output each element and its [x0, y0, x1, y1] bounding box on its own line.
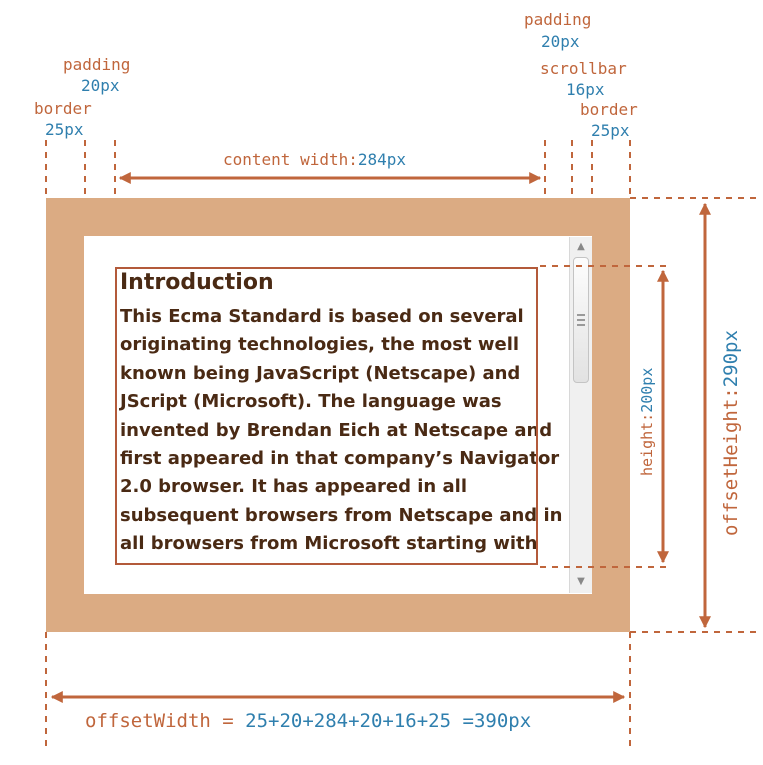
height-label: height:200px — [638, 368, 656, 476]
border-right-name: border — [580, 100, 638, 119]
scrollbar-thumb[interactable] — [573, 257, 589, 383]
content-width-value: 284px — [357, 150, 407, 169]
content-width-label: content width:284px — [223, 151, 406, 169]
content-paragraph: This Ecma Standard is based on several o… — [120, 306, 563, 555]
offset-height-name: offsetHeight: — [720, 387, 742, 536]
padding-right-value: 20px — [541, 32, 580, 51]
offset-height-value: 290px — [720, 330, 742, 387]
content-area-outline — [115, 267, 538, 565]
content-width-name: content width: — [223, 150, 358, 169]
offset-width-sum: 25+20+284+20+16+25 = — [245, 710, 474, 732]
border-right-value: 25px — [591, 121, 630, 140]
grip-icon — [577, 314, 585, 326]
border-left-name: border — [34, 99, 92, 118]
offset-width-result: 390px — [473, 710, 532, 732]
offset-height-label: offsetHeight:290px — [720, 330, 742, 536]
padding-left-value: 20px — [81, 76, 120, 95]
offset-width-label: offsetWidth = 25+20+284+20+16+25 =390px — [85, 710, 531, 732]
scroll-down-icon[interactable]: ▼ — [577, 576, 585, 587]
padding-left-name: padding — [63, 55, 131, 74]
element-padding-box: Introduction This Ecma Standard is based… — [84, 236, 592, 594]
padding-right-name: padding — [524, 10, 592, 29]
border-left-value: 25px — [45, 120, 84, 139]
height-value: 200px — [638, 368, 656, 413]
vertical-scrollbar[interactable]: ▲ ▼ — [569, 237, 592, 593]
scrollbar-name: scrollbar — [540, 59, 627, 78]
height-name: height: — [638, 413, 656, 476]
scrollbar-value: 16px — [566, 80, 605, 99]
offset-width-name: offsetWidth = — [85, 710, 246, 732]
content-title: Introduction — [120, 270, 274, 295]
content-text: Introduction This Ecma Standard is based… — [120, 269, 572, 559]
scroll-up-icon[interactable]: ▲ — [577, 241, 585, 252]
